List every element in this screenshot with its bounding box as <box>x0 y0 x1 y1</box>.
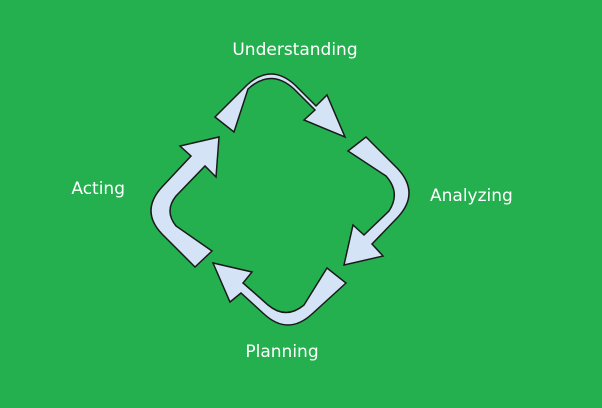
arrow-acting <box>150 136 220 269</box>
arrow-understanding <box>213 73 347 139</box>
arrow-analyzing <box>343 136 410 266</box>
arrow-planning <box>211 261 348 326</box>
stage-label-analyzing: Analyzing <box>430 186 513 206</box>
stage-label-acting: Acting <box>71 179 125 199</box>
stage-label-planning: Planning <box>245 342 319 362</box>
stage-label-understanding: Understanding <box>232 40 358 60</box>
